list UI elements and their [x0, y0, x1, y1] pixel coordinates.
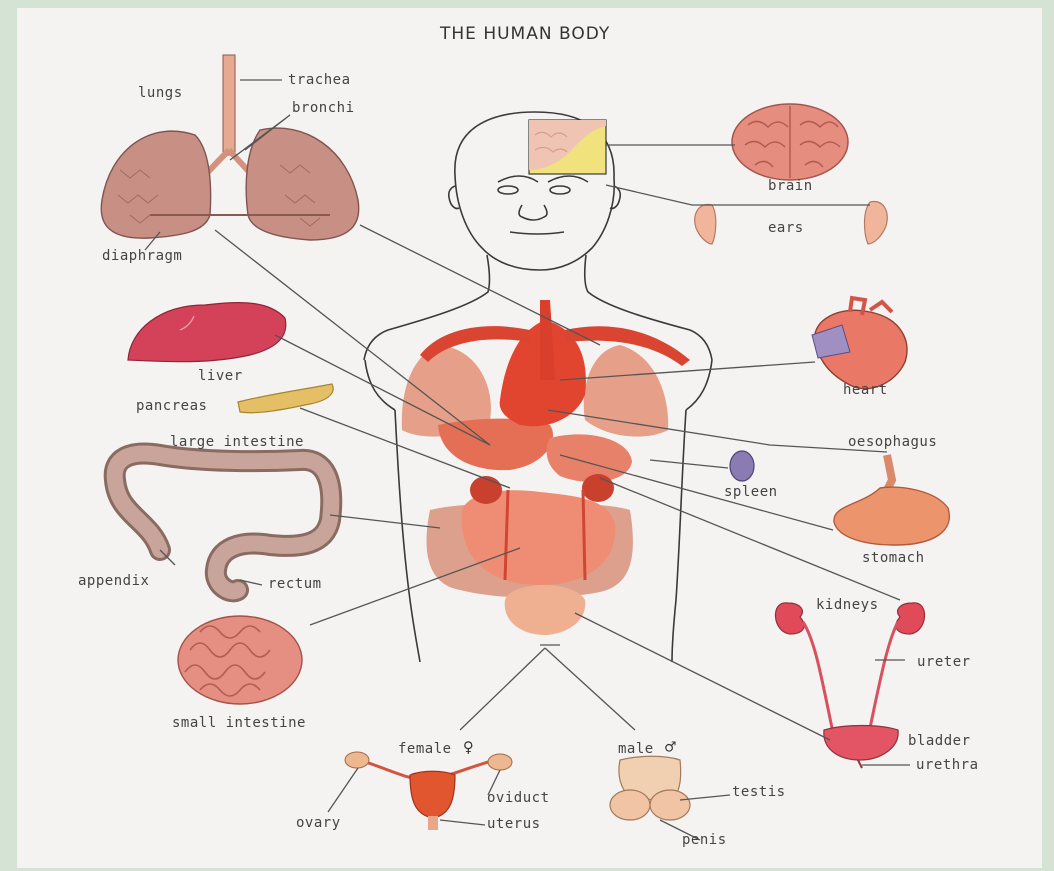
brain-illustration — [732, 104, 848, 180]
male-reproductive-illustration — [610, 756, 690, 820]
label-stomach: stomach — [862, 550, 925, 566]
label-diaphragm: diaphragm — [102, 248, 182, 264]
label-pancreas: pancreas — [136, 398, 207, 414]
label-uterus: uterus — [487, 816, 541, 832]
label-oesophagus: oesophagus — [848, 434, 937, 450]
label-spleen: spleen — [724, 484, 778, 500]
label-trachea: trachea — [288, 72, 351, 88]
kidneys-illustration — [775, 603, 924, 768]
female-symbol-icon: ♀ — [452, 737, 475, 758]
label-oviduct: oviduct — [487, 790, 550, 806]
label-ears: ears — [768, 220, 804, 236]
label-bladder: bladder — [908, 733, 971, 749]
label-appendix: appendix — [78, 573, 149, 589]
torso-organs — [402, 300, 690, 635]
spleen-illustration — [730, 451, 754, 481]
label-testis: testis — [732, 784, 786, 800]
small-intestine-illustration — [178, 616, 302, 704]
label-large-intestine: large intestine — [170, 434, 304, 450]
label-small-intestine: small intestine — [172, 715, 306, 731]
diagram-title: THE HUMAN BODY — [440, 24, 610, 44]
label-heart: heart — [843, 382, 888, 398]
label-ureter: ureter — [917, 654, 971, 670]
label-ovary: ovary — [296, 815, 341, 831]
label-urethra: urethra — [916, 757, 979, 773]
stomach-illustration — [834, 455, 949, 545]
pancreas-illustration — [238, 384, 333, 413]
label-liver: liver — [198, 368, 243, 384]
large-intestine-illustration — [115, 454, 332, 592]
male-symbol-icon: ♂ — [654, 737, 677, 758]
label-penis: penis — [682, 832, 727, 848]
label-male: male ♂ — [618, 737, 676, 758]
label-kidneys: kidneys — [816, 597, 879, 613]
label-bronchi: bronchi — [292, 100, 355, 116]
label-rectum: rectum — [268, 576, 322, 592]
label-brain: brain — [768, 178, 813, 194]
brain-window — [529, 120, 606, 174]
liver-illustration — [128, 303, 286, 362]
label-lungs: lungs — [138, 85, 183, 101]
heart-illustration — [812, 298, 907, 389]
label-female: female ♀ — [398, 737, 474, 758]
